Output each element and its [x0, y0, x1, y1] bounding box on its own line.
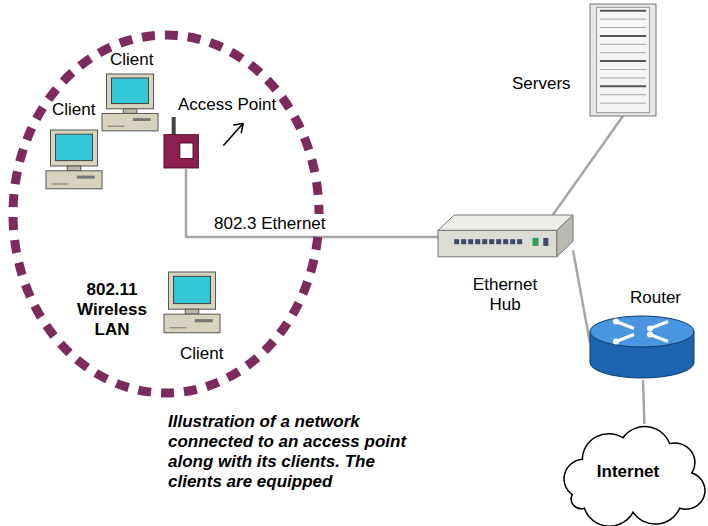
- access-point: Access Point: [158, 95, 283, 169]
- router-icon: [590, 316, 694, 378]
- client-computer: Client: [100, 50, 162, 134]
- node-label: 802.11 Wireless LAN: [62, 280, 162, 340]
- network-link: [643, 380, 644, 424]
- rack-icon: [590, 4, 656, 116]
- internet-cloud: Internet: [552, 424, 706, 522]
- server-rack: Servers: [512, 4, 662, 116]
- client-computer: Client: [42, 100, 108, 194]
- network-link: [186, 169, 438, 237]
- client-icon: [46, 130, 102, 190]
- hub-icon: [438, 215, 573, 259]
- ap-icon: [164, 117, 208, 169]
- client-icon: [164, 272, 220, 334]
- node-label: Ethernet Hub: [460, 275, 550, 315]
- caption: Illustration of a network connected to a…: [168, 412, 426, 492]
- network-link: [553, 116, 623, 215]
- node-label: Client: [110, 50, 153, 70]
- node-label: Servers: [512, 74, 571, 94]
- client-computer: Client: [160, 272, 232, 366]
- client-icon: [102, 74, 158, 132]
- router: Router: [590, 288, 696, 380]
- ethernet-hub: Ethernet Hub: [438, 215, 573, 325]
- node-label: Client: [52, 100, 95, 120]
- network-link: [573, 250, 590, 343]
- node-label: Internet: [552, 462, 704, 482]
- node-label: Router: [630, 288, 681, 308]
- node-label: Client: [180, 344, 223, 364]
- node-label: Access Point: [178, 95, 276, 115]
- link-label: 802.3 Ethernet: [212, 214, 328, 234]
